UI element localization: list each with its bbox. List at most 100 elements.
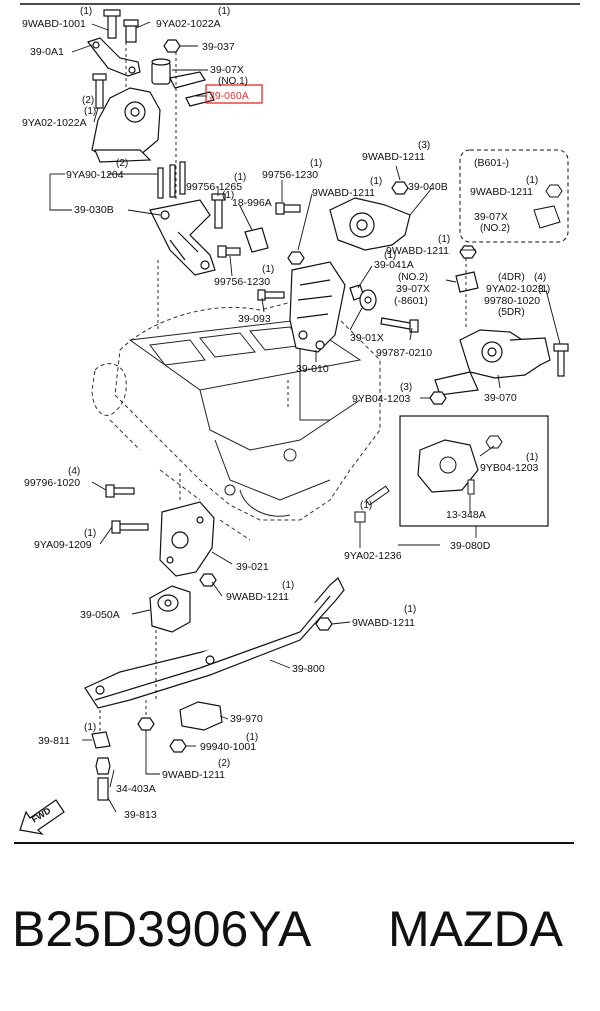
- qty-marker: (1): [370, 176, 382, 187]
- part-label: 9YB04-1203: [480, 462, 539, 474]
- qty-marker: (1): [526, 452, 538, 463]
- part-label: (NO.2): [480, 223, 510, 234]
- qty-marker: (1): [234, 172, 246, 183]
- qty-marker: (1): [262, 264, 274, 275]
- part-label: 39-813: [124, 809, 157, 821]
- parts-diagram: FWD: [19, 3, 580, 835]
- bracket-39-010: [257, 251, 346, 353]
- part-label: 39-0A1: [30, 46, 64, 58]
- lower-parts: [91, 701, 223, 801]
- part-label: 99756-1265: [186, 181, 242, 193]
- part-label: (4DR): [498, 272, 525, 283]
- part-label: 9YA02-1022A: [22, 117, 87, 129]
- part-label: 39-07X: [210, 64, 244, 76]
- qty-marker: (2): [218, 758, 230, 769]
- engine-outline: [91, 299, 381, 541]
- part-label: 39-070: [484, 392, 517, 404]
- qty-marker: (3): [400, 382, 412, 393]
- part-label: 9WABD-1211: [362, 151, 425, 163]
- footer-divider: [14, 842, 574, 844]
- part-label: 39-041A: [374, 259, 414, 271]
- part-label: 99756-1230: [262, 169, 318, 181]
- quantity-markers: (1) (1) (1) (2) (2) (1) (1) (1) (1) (3) …: [68, 6, 550, 769]
- qty-marker: (1): [222, 190, 234, 201]
- part-label: 9WABD-1211: [470, 186, 533, 198]
- qty-marker: (1): [384, 250, 396, 261]
- lower-mount-group: [105, 484, 217, 633]
- part-label: 39-800: [292, 663, 325, 675]
- variant-box-8601: [459, 149, 569, 243]
- part-label: 39-07X: [474, 211, 508, 223]
- part-label: (B601-): [474, 157, 509, 169]
- insulator-group: [349, 245, 479, 333]
- mount-39-040b: [329, 181, 411, 251]
- qty-marker: (3): [418, 140, 430, 151]
- part-label: 9YA02-1022A: [156, 18, 221, 30]
- part-label: 39-07X: [396, 283, 430, 295]
- part-label: 39-080D: [450, 540, 491, 552]
- brand-name: MAZDA: [388, 901, 563, 957]
- part-label: 9YB04-1203: [352, 393, 411, 405]
- part-label: 9WABD-1211: [352, 617, 415, 629]
- part-label: 39-970: [230, 713, 263, 725]
- qty-marker: (1): [360, 500, 372, 511]
- part-label: 99756-1230: [214, 276, 270, 288]
- qty-marker: (1): [282, 580, 294, 591]
- part-label: 39-811: [38, 735, 70, 747]
- part-number: B25D3906YA: [12, 901, 312, 957]
- part-label: 18-996A: [232, 197, 272, 209]
- part-label: 9WABD-1211: [226, 591, 289, 603]
- crossmember-39-800: [84, 577, 345, 709]
- mount-39-070: [429, 329, 569, 405]
- part-label: 39-050A: [80, 609, 120, 621]
- part-label: 34-403A: [116, 783, 156, 795]
- leader-lines: [49, 21, 561, 813]
- part-label: 9YA02-1023: [486, 283, 544, 295]
- part-label: 39-021: [236, 561, 269, 573]
- bracket-39-030b: [149, 161, 301, 276]
- qty-marker: (1): [246, 732, 258, 743]
- part-label: 99787-0210: [376, 347, 432, 359]
- part-label: (NO.1): [218, 76, 248, 87]
- qty-marker: (1): [404, 604, 416, 615]
- qty-marker: (1): [310, 158, 322, 169]
- box-39-080d: [354, 415, 549, 527]
- part-label: 39-010: [296, 363, 329, 375]
- qty-marker: (1): [84, 722, 96, 733]
- part-label: 9YA02-1236: [344, 550, 402, 562]
- qty-marker: (2): [116, 158, 128, 169]
- part-label: 39-040B: [408, 181, 448, 193]
- qty-marker: (2): [82, 95, 94, 106]
- part-label: 39-093: [238, 313, 271, 325]
- part-label: 99796-1020: [24, 477, 80, 489]
- part-labels: 9WABD-1001 9YA02-1022A 39-0A1 39-037 39-…: [22, 18, 544, 821]
- part-label: 9YA09-1209: [34, 539, 92, 551]
- part-label: 9WABD-1001: [22, 18, 86, 30]
- part-label: (-8601): [394, 295, 428, 307]
- part-label: 9WABD-1211: [386, 245, 449, 257]
- part-label: 9YA90-1204: [66, 169, 124, 181]
- part-label: (NO.2): [398, 272, 428, 283]
- qty-marker: (1): [438, 234, 450, 245]
- part-label: 99940-1001: [200, 741, 256, 753]
- qty-marker: (1): [84, 106, 96, 117]
- part-label: 39-030B: [74, 204, 114, 216]
- qty-marker: (1): [526, 175, 538, 186]
- qty-marker: (1): [84, 528, 96, 539]
- part-label: 13-348A: [446, 509, 486, 521]
- qty-marker: (4): [68, 466, 80, 477]
- qty-marker: (1): [218, 6, 230, 17]
- upper-mount-assembly: [87, 9, 215, 163]
- part-label: 99780-1020: [484, 295, 540, 307]
- highlight-box: [205, 84, 263, 104]
- qty-marker: (1): [538, 284, 550, 295]
- part-label: 9WABD-1211: [162, 769, 225, 781]
- qty-marker: (4): [534, 272, 546, 283]
- highlighted-part-label: 39-060A: [209, 90, 249, 102]
- part-label: 39-037: [202, 41, 235, 53]
- part-label: (5DR): [498, 307, 525, 318]
- part-label: 9WABD-1211: [312, 187, 375, 199]
- part-label: 39-01X: [350, 332, 384, 344]
- qty-marker: (1): [80, 6, 92, 17]
- fwd-arrow-icon: FWD: [19, 799, 65, 835]
